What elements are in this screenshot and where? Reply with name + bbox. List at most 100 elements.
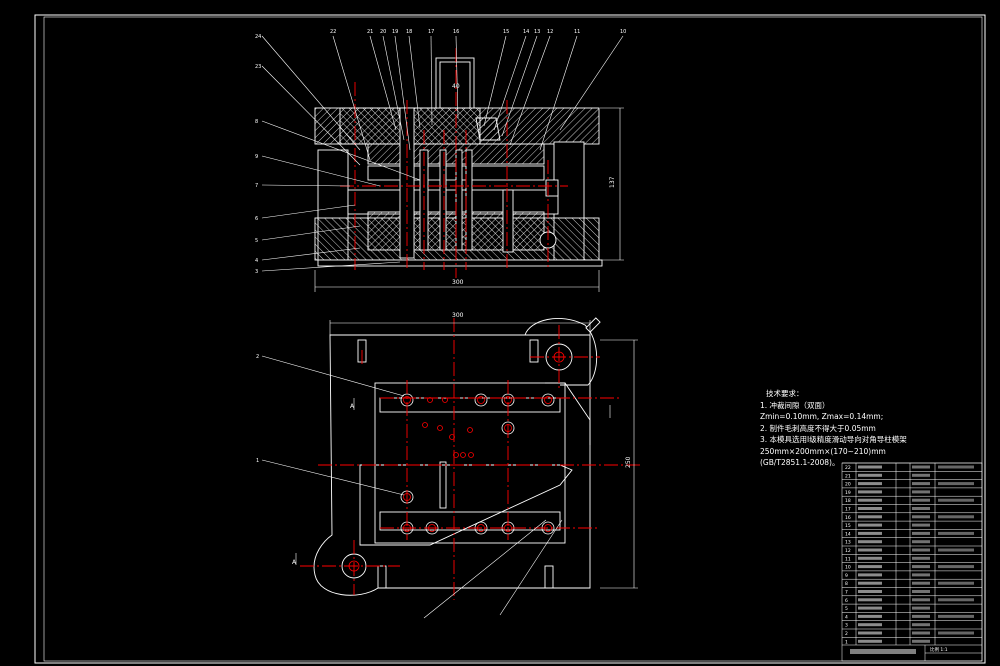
section-leader-label: 24	[255, 34, 261, 40]
tech-req-line-4: 3. 本模具选用I级精度滑动导向对角导柱模架	[760, 435, 907, 444]
title-block-part-name	[858, 540, 882, 544]
pierce-hole	[442, 397, 448, 403]
title-block-row-number: 14	[845, 531, 851, 537]
title-block-material	[912, 531, 930, 535]
section-view	[314, 57, 603, 267]
title-block-row-number: 2	[845, 631, 848, 637]
section-width-dim: 300	[452, 279, 464, 286]
title-block-row-number: 4	[845, 614, 848, 620]
pierce-hole	[453, 452, 459, 458]
title-block-material	[912, 623, 930, 627]
bolt-hole	[541, 393, 555, 407]
pierce-hole	[427, 397, 433, 403]
title-block-part-name	[858, 639, 882, 643]
tech-req-line-1: 1. 冲裁间隙（双面）	[760, 400, 830, 410]
title-block-row-number: 11	[845, 556, 851, 562]
tech-req-line-2: Zmin=0.10mm, Zmax=0.14mm;	[760, 412, 884, 421]
title-block-row-number: 22	[845, 465, 851, 471]
section-leader-label: 15	[503, 29, 509, 35]
plan-leader-label-2: 2	[256, 354, 259, 360]
title-block-part-name	[858, 548, 882, 552]
title-block-material	[912, 581, 930, 585]
title-block-material	[912, 639, 930, 643]
section-leader-label: 6	[255, 216, 258, 222]
die-plate	[347, 189, 559, 215]
section-leader-label: 10	[620, 29, 626, 35]
bolt-hole-inner	[477, 396, 485, 404]
section-height-dim: 137	[609, 176, 616, 188]
title-block-row-number: 6	[845, 598, 848, 604]
section-center-lines	[340, 48, 568, 278]
title-block-part-name	[858, 606, 882, 610]
plan-die-plate	[374, 382, 566, 544]
title-block-material	[912, 573, 930, 577]
pierce-hole	[467, 427, 473, 433]
title-block-remark	[938, 565, 974, 569]
bolt-hole	[474, 393, 488, 407]
tech-req-line-6: (GB/T2851.1-2008)。	[760, 458, 840, 467]
tech-req-heading: 技术要求：	[766, 389, 804, 398]
section-leader-label: 4	[255, 258, 258, 264]
title-block-material	[912, 465, 930, 469]
pierce-hole	[468, 452, 474, 458]
title-block-row-number: 1	[845, 639, 848, 645]
tech-req-line-3: 2. 制件毛刺高度不得大于0.05mm	[760, 423, 876, 433]
title-block-remark	[938, 614, 974, 618]
title-block-remark	[938, 548, 974, 552]
title-block-remark	[938, 581, 974, 585]
title-block-remark	[938, 598, 974, 602]
section-mark-a: A	[292, 559, 297, 566]
title-block-material	[912, 565, 930, 569]
plan-leader-label-1: 1	[256, 458, 259, 464]
title-block-part-name	[858, 482, 882, 486]
title-block-row-number: 3	[845, 623, 848, 629]
title-block-part-name	[858, 623, 882, 627]
tech-req-line-5: 250mm×200mm×(170~210)mm	[760, 446, 886, 456]
punch-size-label: 40	[452, 83, 460, 90]
section-mark-b: A	[350, 403, 355, 410]
section-dimensions	[314, 107, 624, 292]
pierce-hole	[460, 452, 466, 458]
title-block-remark	[938, 631, 974, 635]
plan-width-dim: 300	[452, 312, 464, 319]
title-block-part-name	[858, 631, 882, 635]
title-block-material	[912, 590, 930, 593]
title-block-material	[912, 490, 930, 494]
title-block-row-number: 21	[845, 473, 851, 479]
plan-center-lines	[300, 318, 640, 600]
title-block-part-name	[858, 490, 882, 494]
title-block-part-name	[858, 465, 882, 469]
title-block-part-name	[858, 515, 882, 519]
section-leader-label: 5	[255, 238, 258, 244]
title-block-row-number: 19	[845, 490, 851, 496]
title-block-row-number: 5	[845, 606, 848, 612]
title-block-part-name	[858, 573, 882, 577]
section-leader-label: 9	[255, 154, 258, 160]
technical-requirements: 技术要求： 1. 冲裁间隙（双面） Zmin=0.10mm, Zmax=0.14…	[760, 388, 907, 469]
plan-dimensions	[295, 320, 638, 589]
title-block-part-name	[858, 523, 882, 527]
section-leader-label: 19	[392, 29, 398, 35]
plan-leader-lines	[261, 355, 563, 619]
section-leader-label: 22	[330, 29, 336, 35]
title-block-row-number: 8	[845, 581, 848, 587]
section-leader-label: 12	[547, 29, 553, 35]
section-leader-label: 7	[255, 183, 258, 189]
title-block-part-name	[858, 565, 882, 569]
title-block-row-number: 12	[845, 548, 851, 554]
title-block-scale: 比例 1:1	[930, 646, 948, 653]
title-block-remark	[938, 531, 974, 535]
section-leader-label: 18	[406, 29, 412, 35]
title-block-material	[912, 515, 930, 519]
title-block-part-name	[858, 556, 882, 560]
plan-view	[313, 317, 601, 596]
title-block-row-number: 13	[845, 540, 851, 546]
title-block-remark	[938, 515, 974, 519]
title-block-material	[912, 598, 930, 602]
section-leader-label: 23	[255, 64, 261, 70]
